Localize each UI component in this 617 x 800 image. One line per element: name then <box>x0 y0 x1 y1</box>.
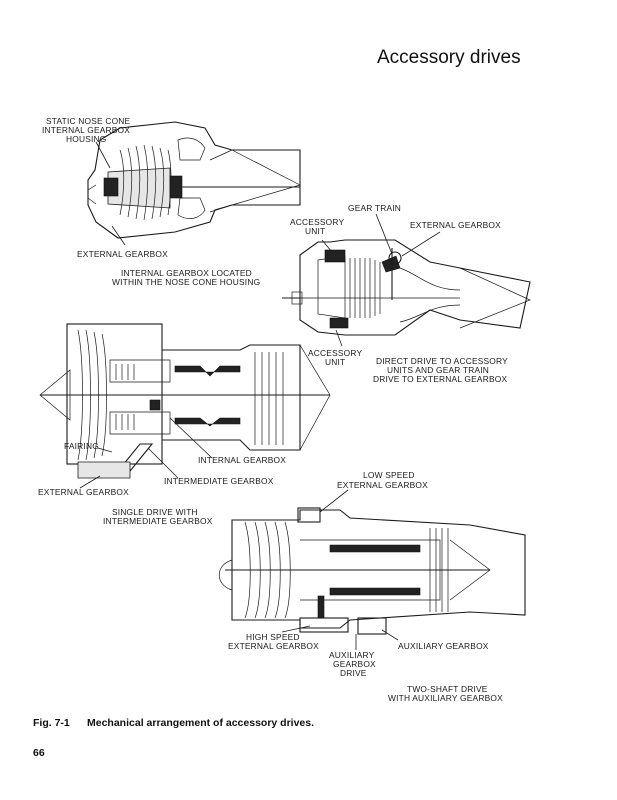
label-accessory-unit-bottom-2: UNIT <box>325 357 345 367</box>
label-auxiliary-gearbox: AUXILIARY GEARBOX <box>398 641 489 651</box>
label-high-speed-1: HIGH SPEED <box>246 632 300 642</box>
engine-two-shaft <box>218 489 526 650</box>
label-static-nose-cone: STATIC NOSE CONE <box>46 116 131 126</box>
label-intermediate-gearbox: INTERMEDIATE GEARBOX <box>164 476 274 486</box>
label-internal-gearbox-housing: INTERNAL GEARBOX <box>42 125 130 135</box>
label-direct-drive-2: UNITS AND GEAR TRAIN <box>387 365 489 375</box>
label-external-gearbox-right: EXTERNAL GEARBOX <box>410 220 501 230</box>
label-gear-train: GEAR TRAIN <box>348 203 401 213</box>
label-low-speed-1: LOW SPEED <box>363 470 415 480</box>
diagram-labels: STATIC NOSE CONE INTERNAL GEARBOX HOUSIN… <box>38 116 508 703</box>
figure-number: Fig. 7-1 <box>33 717 70 729</box>
page-number: 66 <box>33 747 45 759</box>
label-external-gearbox-left: EXTERNAL GEARBOX <box>38 487 129 497</box>
label-accessory-unit-top-2: UNIT <box>305 226 325 236</box>
label-external-gearbox-top: EXTERNAL GEARBOX <box>77 249 168 259</box>
label-auxiliary-drive-1: AUXILIARY <box>329 650 375 660</box>
label-two-shaft-1: TWO-SHAFT DRIVE <box>407 684 488 694</box>
label-low-speed-2: EXTERNAL GEARBOX <box>337 480 428 490</box>
page-title: Accessory drives <box>377 47 521 68</box>
label-accessory-unit-bottom-1: ACCESSORY <box>308 348 362 358</box>
label-internal-located-2: WITHIN THE NOSE CONE HOUSING <box>112 277 260 287</box>
figure-caption: Fig. 7-1 Mechanical arrangement of access… <box>33 717 314 729</box>
engine-direct-drive <box>282 213 531 347</box>
label-auxiliary-drive-3: DRIVE <box>340 668 367 678</box>
label-fairing: FAIRING <box>64 441 99 451</box>
label-auxiliary-drive-2: GEARBOX <box>333 659 376 669</box>
label-direct-drive-1: DIRECT DRIVE TO ACCESSORY <box>376 356 508 366</box>
label-high-speed-2: EXTERNAL GEARBOX <box>228 641 319 651</box>
label-single-drive-1: SINGLE DRIVE WITH <box>112 507 198 517</box>
label-direct-drive-3: DRIVE TO EXTERNAL GEARBOX <box>373 374 507 384</box>
engine-single-drive <box>39 323 331 489</box>
engine-nose-cone-gearbox <box>87 121 301 246</box>
label-single-drive-2: INTERMEDIATE GEARBOX <box>103 516 213 526</box>
label-housing: HOUSING <box>66 134 107 144</box>
figure-caption-text: Mechanical arrangement of accessory driv… <box>87 717 315 729</box>
label-internal-located-1: INTERNAL GEARBOX LOCATED <box>121 268 252 278</box>
label-two-shaft-2: WITH AUXILIARY GEARBOX <box>388 693 503 703</box>
label-accessory-unit-top-1: ACCESSORY <box>290 217 344 227</box>
label-internal-gearbox: INTERNAL GEARBOX <box>198 455 286 465</box>
